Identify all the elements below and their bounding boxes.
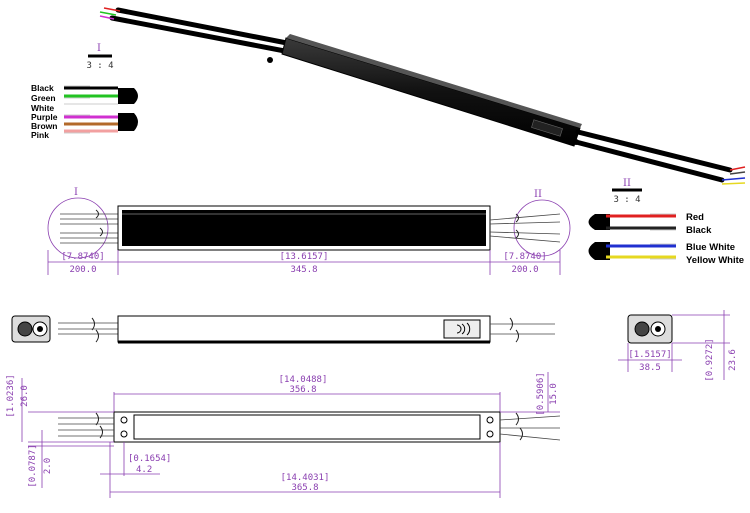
mount-hole xyxy=(486,430,494,438)
dim-hole-dia-in: [0.1654] xyxy=(128,454,171,464)
detail-ii-scale: 3 : 4 xyxy=(613,195,640,205)
wire-label: Blue White xyxy=(686,242,735,253)
side-view xyxy=(11,315,555,344)
wire-label: Red xyxy=(686,212,704,223)
dim-total-mm: 365.8 xyxy=(291,483,318,493)
detail-i-label: I xyxy=(97,43,101,54)
dim-hole-offset-in: [0.0787] xyxy=(28,444,38,487)
cable-jacket xyxy=(588,242,610,260)
bottom-view: [14.0488] 356.8 [1.0236] 26.0 [0.0787] 2… xyxy=(6,372,561,498)
detail-ii-wiring: II 3 : 4 Red Black Blue White Yellow Whi… xyxy=(588,178,744,266)
dim-width-mm: 38.5 xyxy=(639,363,661,373)
sensor-icon xyxy=(456,322,471,336)
wire-label: Black xyxy=(31,83,54,93)
dim-right-mm: 200.0 xyxy=(511,265,538,275)
isometric-driver-view xyxy=(99,7,746,185)
dim-left-mm: 200.0 xyxy=(69,265,96,275)
right-wire-tip xyxy=(721,177,746,181)
driver-body-top xyxy=(286,34,582,128)
left-cable-2 xyxy=(109,15,293,55)
driver-body-side xyxy=(117,315,491,343)
sensor-window xyxy=(531,119,563,137)
detail-i-wiring: I 3 : 4 Black Green White Purple Brown P… xyxy=(31,43,138,140)
dim-width-in: [1.5157] xyxy=(628,350,671,360)
dim-height-mm: 23.6 xyxy=(728,349,738,371)
detail-ii-label: II xyxy=(623,178,631,189)
wire-label: Black xyxy=(686,225,712,236)
dim-height-in: [0.9272] xyxy=(705,338,715,381)
body-inner xyxy=(133,414,481,440)
wire-label: Green xyxy=(31,93,56,103)
dim-body-in: [13.6157] xyxy=(280,252,329,262)
dim-hole-dia-mm: 4.2 xyxy=(136,465,152,475)
mount-hole xyxy=(120,430,128,438)
dim-mount-in: [14.0488] xyxy=(279,375,328,385)
dim-hole-offset-mm: 2.0 xyxy=(43,458,53,474)
cable-jacket xyxy=(588,214,610,230)
sensor-housing xyxy=(443,319,481,339)
wire-label: Brown xyxy=(31,121,57,131)
dim-body-mm: 345.8 xyxy=(290,265,317,275)
left-wire-tip xyxy=(99,11,117,16)
detail-i-marker: I xyxy=(74,187,78,198)
wire-label: Pink xyxy=(31,130,49,140)
mount-hole xyxy=(120,416,128,424)
dim-left-in: [7.8740] xyxy=(61,252,104,262)
break-mark xyxy=(509,317,519,343)
detail-ii-circle xyxy=(513,199,571,257)
dim-right-in: [0.5906] xyxy=(536,372,546,415)
wire-label: Purple xyxy=(31,112,58,122)
wire-label: Yellow White xyxy=(686,255,744,266)
dim-right-mm: 15.0 xyxy=(549,383,559,405)
mount-hole xyxy=(486,416,494,424)
wire-label: White xyxy=(31,103,54,113)
dim-mount-mm: 356.8 xyxy=(289,385,316,395)
break-mark xyxy=(95,209,103,237)
right-wire-tip xyxy=(721,182,746,185)
left-wire-tip xyxy=(99,15,115,20)
dim-right-in: [7.8740] xyxy=(503,252,546,262)
dim-total-in: [14.4031] xyxy=(281,473,330,483)
detail-i-scale: 3 : 4 xyxy=(86,61,113,71)
dim-height-mm: 26.0 xyxy=(20,385,30,407)
end-view: [1.5157] 38.5 [0.9272] 23.6 xyxy=(618,310,738,382)
mount-tab xyxy=(267,57,273,63)
right-wire-tip xyxy=(729,166,746,171)
end-view-body xyxy=(627,314,673,344)
left-cable-1 xyxy=(115,7,295,47)
detail-i-circle xyxy=(47,197,109,259)
top-view: I II [7.8740] 200.0 [13.6157] 345.8 [7.8… xyxy=(47,187,571,275)
right-cable-2 xyxy=(573,139,725,183)
driver-body-bottom xyxy=(113,411,501,443)
detail-ii-marker: II xyxy=(534,189,542,200)
break-mark xyxy=(95,412,523,441)
driver-body xyxy=(281,37,581,147)
right-wire-tip xyxy=(729,171,746,175)
break-mark xyxy=(515,213,519,239)
cable-jacket xyxy=(118,113,138,131)
driver-body-fill xyxy=(122,210,486,246)
cable-jacket xyxy=(118,88,138,104)
right-cable-1 xyxy=(575,129,733,173)
left-wire-tip xyxy=(103,7,121,12)
break-mark xyxy=(91,317,99,343)
dim-height-in: [1.0236] xyxy=(6,374,16,417)
